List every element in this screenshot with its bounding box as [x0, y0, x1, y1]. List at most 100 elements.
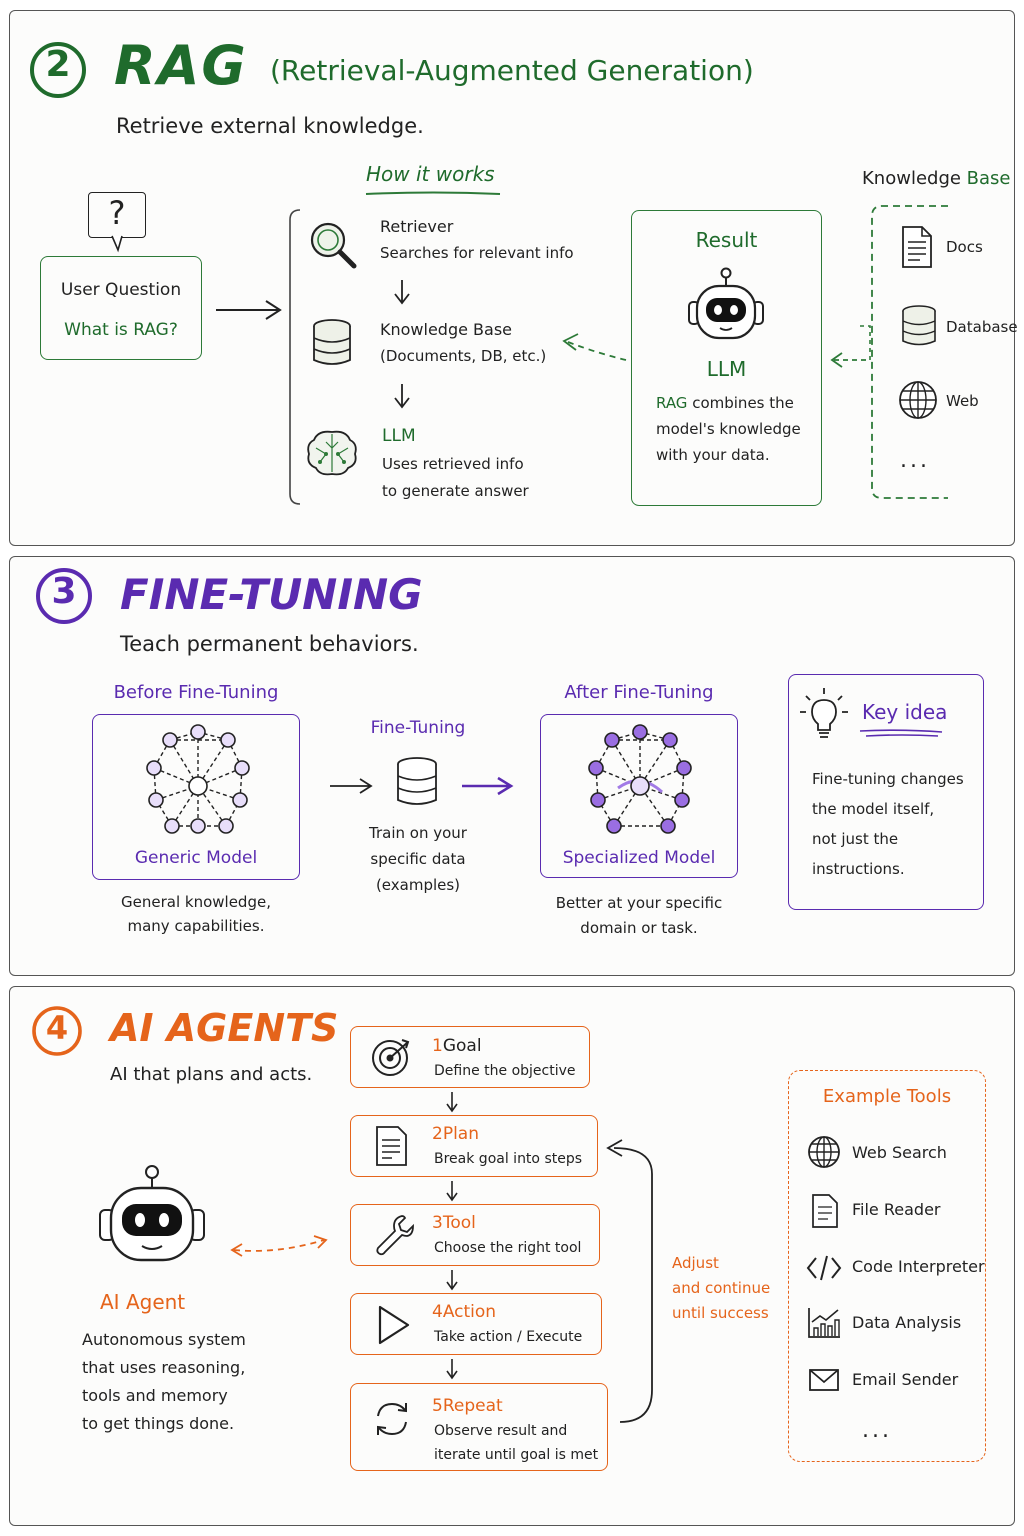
step-plan-desc: Break goal into steps — [434, 1151, 583, 1167]
magnifier-icon — [310, 222, 357, 269]
step-tool-num: 3 — [432, 1213, 443, 1233]
robot-icon — [99, 1165, 205, 1262]
kb-step-title: Knowledge Base — [380, 320, 512, 339]
rag-number-circle — [30, 42, 86, 98]
how-it-works-heading: How it works — [366, 162, 495, 186]
step-action-box — [350, 1293, 602, 1355]
user-question-label: User Question — [60, 280, 182, 300]
result-title: Result — [695, 228, 758, 252]
step-goal-box — [350, 1026, 590, 1088]
step-tool-label: Tool — [442, 1213, 476, 1233]
neural-network-icon — [588, 724, 692, 834]
step-repeat-label: Repeat — [442, 1396, 503, 1416]
ai-agent-label: AI Agent — [100, 1290, 186, 1314]
robot-icon — [688, 267, 764, 340]
ft-middle-desc-3: (examples) — [375, 876, 461, 894]
generic-model-box — [92, 714, 300, 880]
step-action-label: Action — [442, 1302, 497, 1322]
step-tool-title: 3Tool — [432, 1213, 476, 1233]
brain-icon — [307, 430, 357, 476]
code-icon — [806, 1255, 842, 1281]
agent-desc-3: tools and memory — [82, 1386, 228, 1405]
lightbulb-icon — [800, 688, 848, 738]
kb-item-docs: Docs — [946, 238, 983, 256]
agent-desc-4: to get things done. — [82, 1414, 235, 1433]
arrow-right-icon — [216, 300, 282, 320]
key-idea-underline — [859, 729, 943, 737]
arrow-right-icon — [330, 778, 373, 794]
key-idea-box — [788, 674, 984, 910]
step-action-num: 4 — [432, 1302, 443, 1322]
document-icon — [376, 1126, 407, 1166]
down-arrow-icon — [446, 1181, 458, 1202]
rag-number: 2 — [45, 44, 71, 85]
result-rag-word: RAG — [656, 394, 688, 412]
agent-desc-1: Autonomous system — [82, 1330, 246, 1349]
dashed-arrow-left-icon — [562, 333, 627, 361]
down-arrow-icon — [446, 1270, 458, 1291]
result-desc-line1: RAG combines the — [656, 394, 794, 412]
question-mark-icon: ? — [108, 194, 126, 232]
generic-desc-1: General knowledge, — [121, 893, 271, 911]
specialized-desc-2: domain or task. — [580, 919, 698, 937]
step-goal-title: 1Goal — [432, 1036, 482, 1056]
kb-item-database: Database — [946, 318, 1018, 336]
ft-middle-title: Fine-Tuning — [370, 718, 466, 738]
before-ft-title: Before Fine-Tuning — [113, 682, 279, 703]
tool-web-search: Web Search — [852, 1143, 947, 1162]
result-llm-label: LLM — [706, 357, 747, 381]
specialized-model-box — [540, 714, 738, 878]
arrow-right-purple-icon — [462, 776, 514, 796]
result-line1-rest: combines the — [687, 394, 794, 412]
rag-subtitle: (Retrieval-Augmented Generation) — [270, 54, 754, 87]
result-desc-line2: model's knowledge — [656, 420, 801, 438]
globe-icon — [899, 381, 937, 419]
step-plan-title: 2Plan — [432, 1124, 479, 1144]
tools-more: ... — [862, 1418, 892, 1443]
llm-step-desc-1: Uses retrieved info — [382, 455, 524, 473]
loop-label-2: and continue — [672, 1279, 771, 1297]
play-icon — [378, 1305, 410, 1345]
globe-icon — [808, 1136, 840, 1168]
step-plan-num: 2 — [432, 1124, 443, 1144]
agents-title: AI AGENTS — [110, 1006, 339, 1050]
step-repeat-num: 5 — [432, 1396, 443, 1416]
kb-dashed-arrow-icon — [830, 325, 871, 368]
after-ft-title: After Fine-Tuning — [564, 682, 714, 703]
kb-item-web: Web — [946, 392, 979, 410]
step-goal-num: 1 — [432, 1036, 443, 1056]
loop-arrow-icon — [606, 1139, 653, 1423]
user-question-value: What is RAG? — [64, 320, 178, 340]
ft-number-circle — [36, 568, 92, 624]
key-idea-line-1: Fine-tuning changes — [812, 770, 964, 788]
rag-title: RAG — [114, 34, 248, 97]
kb-step-desc: (Documents, DB, etc.) — [380, 347, 547, 365]
kb-more: ... — [900, 448, 930, 473]
ft-middle-desc-1: Train on your — [369, 824, 467, 842]
agents-number-circle — [32, 1006, 82, 1056]
agent-desc-2: that uses reasoning, — [82, 1358, 246, 1377]
tool-data-analysis: Data Analysis — [852, 1313, 962, 1332]
kb-title-b: Base — [966, 168, 1011, 189]
tool-email-sender: Email Sender — [852, 1370, 959, 1389]
result-box — [631, 210, 822, 506]
rag-panel — [9, 10, 1015, 546]
step-plan-box — [350, 1115, 598, 1177]
key-idea-line-2: the model itself, — [812, 800, 935, 818]
loop-label-3: until success — [672, 1304, 769, 1322]
kb-dashed-bracket — [871, 205, 948, 499]
agents-number: 4 — [45, 1009, 69, 1047]
database-icon — [313, 319, 351, 365]
wrench-icon — [376, 1215, 414, 1256]
kb-title: Knowledge Base — [862, 168, 1011, 189]
step-plan-label: Plan — [442, 1124, 479, 1144]
database-icon — [397, 757, 437, 805]
dashed-bidirectional-arrow-icon — [230, 1235, 328, 1257]
step-action-desc: Take action / Execute — [434, 1329, 583, 1345]
retriever-title: Retriever — [380, 217, 454, 236]
step-repeat-title: 5Repeat — [432, 1396, 503, 1416]
step-tool-desc: Choose the right tool — [434, 1240, 582, 1256]
ft-number: 3 — [51, 571, 77, 612]
down-arrow-icon — [394, 280, 410, 305]
key-idea-line-3: not just the — [812, 830, 899, 848]
